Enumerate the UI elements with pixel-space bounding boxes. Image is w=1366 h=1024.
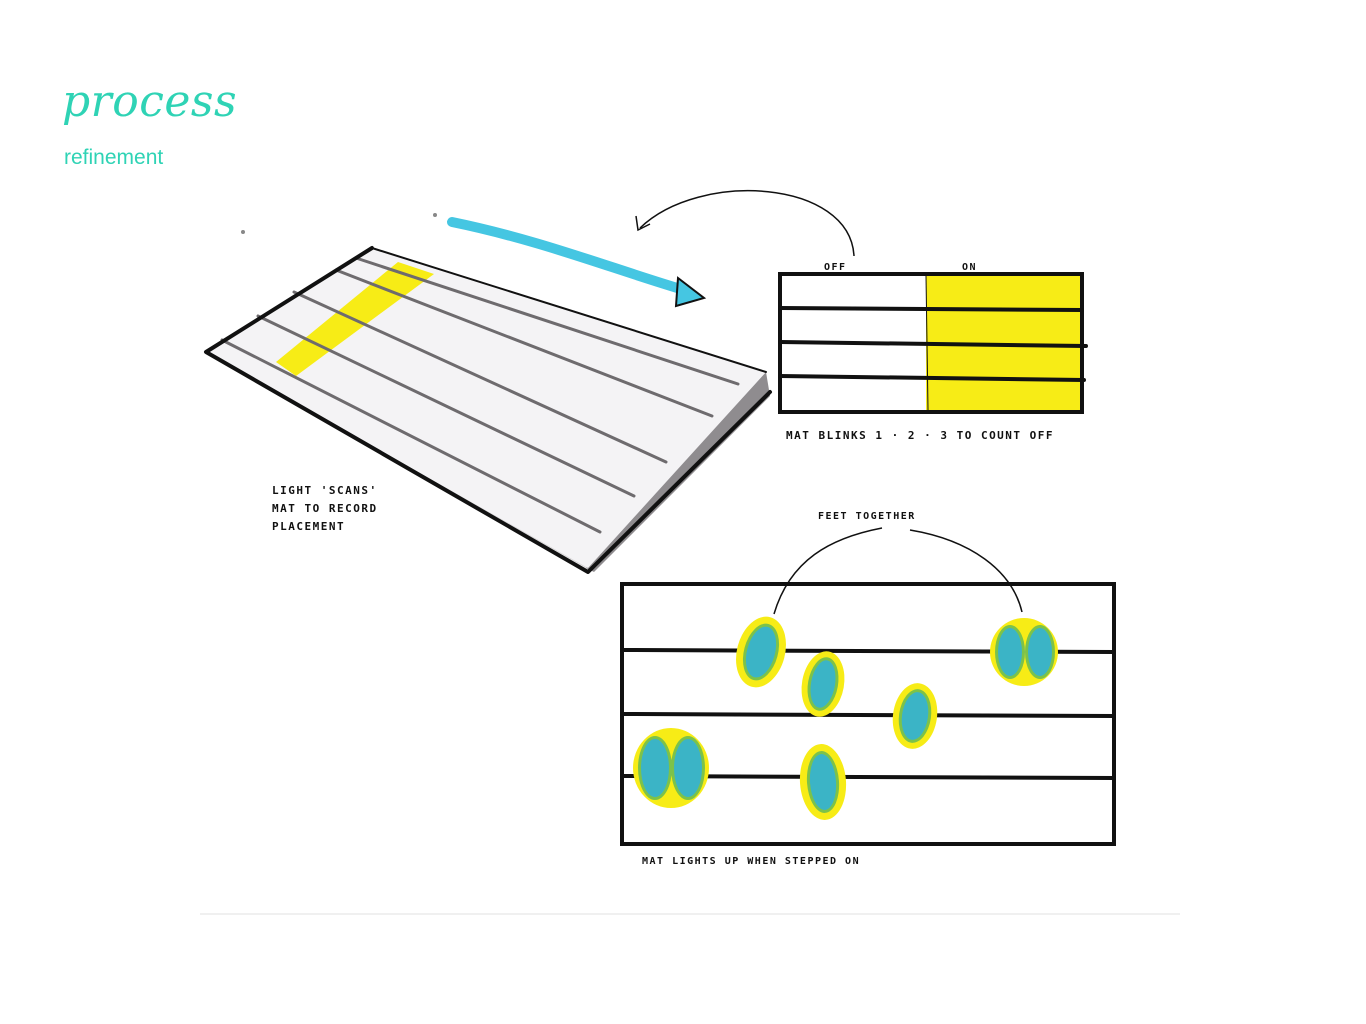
footprint (799, 744, 847, 820)
footprint (801, 651, 845, 717)
count-mat-caption: MAT BLINKS 1 · 2 · 3 TO COUNT OFF (786, 429, 1054, 442)
scan-mat-caption-line-2: MAT TO RECORD (272, 502, 378, 515)
feet-together-bracket (773, 527, 1023, 615)
scan-mat-drawing: LIGHT 'SCANS' MAT TO RECORD PLACEMENT (204, 246, 772, 574)
transition-arrow (447, 217, 707, 308)
count-mat-lane-line (778, 374, 1086, 382)
count-mat-on-label: ON (962, 262, 977, 273)
scan-mat-lane-line (292, 290, 668, 464)
scan-mat-front-face (586, 372, 770, 572)
scan-mat-lane-line (354, 256, 740, 386)
step-mat-caption: MAT LIGHTS UP WHEN STEPPED ON (642, 856, 860, 867)
count-mat-divider (925, 275, 929, 411)
scan-mat-caption-line-1: LIGHT 'SCANS' (272, 484, 378, 497)
stray-dot (433, 213, 437, 217)
footprint-group (633, 616, 1058, 820)
step-mat-drawing: FEET TOGETHER (620, 511, 1116, 867)
count-mat-lane-line (778, 340, 1088, 348)
count-mat-lane-line (778, 306, 1084, 312)
page-title: process (62, 76, 238, 127)
scan-mat-caption-line-3: PLACEMENT (272, 520, 345, 533)
count-mat-drawing: OFF ON MAT BLINKS 1 · 2 · 3 TO COUNT OFF (778, 262, 1088, 442)
scan-mat-lane-line (220, 338, 602, 534)
scan-mat-lane-line (334, 268, 714, 418)
footprint-pair (990, 618, 1058, 686)
connector-curve (635, 190, 855, 257)
feet-together-label: FEET TOGETHER (818, 511, 916, 522)
step-mat-lane-line (620, 712, 1116, 718)
scan-mat-lane-line (256, 314, 636, 498)
scan-mat-outline (204, 246, 772, 574)
footprint (892, 683, 938, 749)
count-mat-off-label: OFF (824, 262, 847, 273)
footprint-pair (633, 728, 709, 808)
page-subtitle: refinement (64, 146, 164, 169)
stray-dot (241, 230, 245, 234)
scan-mat-back-edge (371, 247, 767, 373)
footprint (736, 616, 786, 688)
